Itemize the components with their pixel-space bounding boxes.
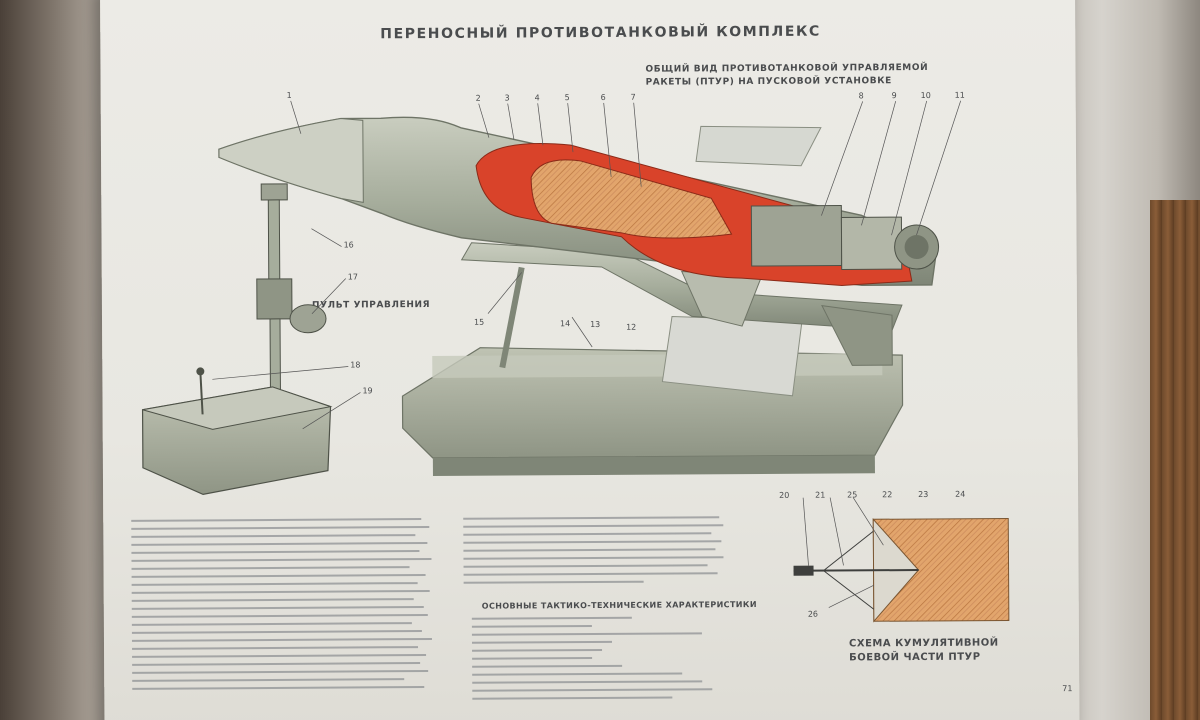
warhead-schema [793, 517, 1010, 623]
characteristics-text-block [471, 616, 733, 706]
callout-8: 8 [858, 91, 864, 101]
wooden-shelf [1150, 200, 1200, 720]
missile-body [218, 116, 940, 287]
callout-26: 26 [807, 609, 819, 619]
description-text-block [131, 518, 432, 696]
callout-10: 10 [920, 90, 931, 100]
callout-7: 7 [630, 92, 636, 102]
control-panel-illustration [141, 183, 333, 496]
callout-19: 19 [362, 386, 373, 396]
callout-9: 9 [891, 91, 897, 101]
callout-17: 17 [347, 272, 358, 282]
callout-14: 14 [560, 319, 571, 329]
callout-4: 4 [534, 93, 540, 103]
missile-illustration [141, 100, 1010, 623]
left-book-page [0, 0, 118, 720]
callout-23: 23 [918, 489, 929, 500]
callout-24: 24 [955, 489, 966, 499]
callout-22: 22 [882, 490, 893, 500]
callout-1: 1 [286, 90, 292, 100]
callout-25: 25 [847, 490, 858, 500]
legend-text-block [463, 516, 724, 590]
poster-page: ПЕРЕНОСНЫЙ ПРОТИВОТАНКОВЫЙ КОМПЛЕКС ОБЩИ… [100, 0, 1080, 720]
callout-20: 20 [779, 490, 790, 500]
callout-21: 21 [815, 490, 826, 500]
callout-11: 11 [954, 90, 965, 100]
callout-15: 15 [474, 317, 485, 327]
callout-2: 2 [475, 93, 481, 103]
callout-16: 16 [343, 240, 354, 250]
callout-6: 6 [600, 92, 606, 102]
callout-3: 3 [504, 93, 510, 103]
callout-12: 12 [626, 322, 637, 332]
callout-5: 5 [564, 93, 570, 103]
launcher-base [401, 266, 904, 476]
callout-18: 18 [350, 360, 361, 370]
callout-13: 13 [590, 319, 601, 330]
